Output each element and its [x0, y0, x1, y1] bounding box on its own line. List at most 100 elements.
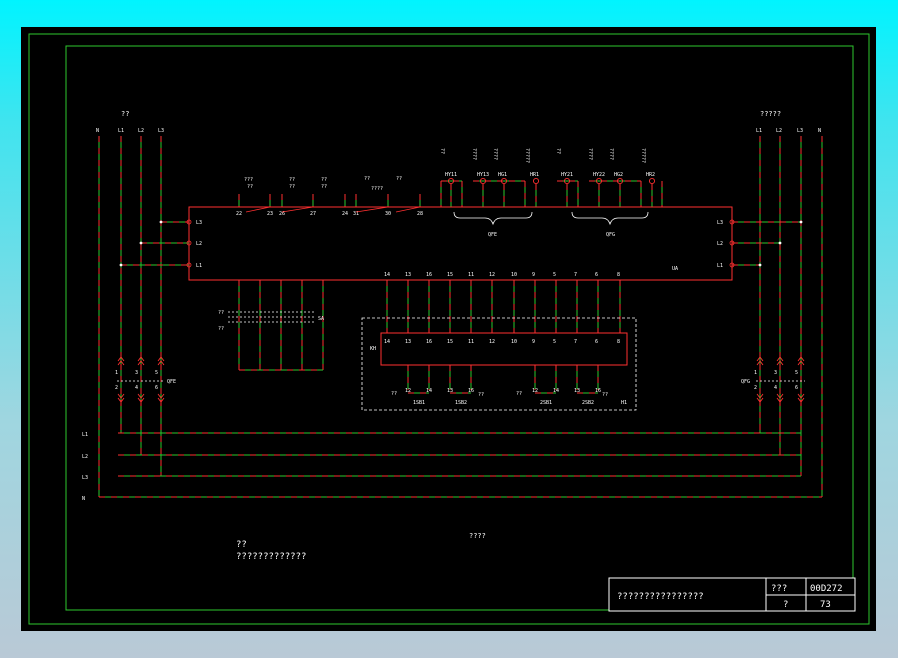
breaker-chevron-bottom [797, 393, 805, 403]
kh-pin-label: 14 [384, 339, 390, 345]
kh-bottom-pin: 16 [468, 388, 474, 394]
ua-bottom-pin-label: 6 [595, 272, 598, 278]
relay-kh-box [380, 332, 628, 366]
breaker-pin-top: 5 [795, 370, 798, 376]
note-line-1: ?? [236, 540, 247, 550]
kh-pin-label: 10 [511, 339, 517, 345]
breaker-chevron-bottom [137, 393, 145, 403]
lamp-2 [500, 177, 508, 185]
breaker-qfe-label: QFE [167, 379, 176, 385]
breaker-chevron-bottom [756, 393, 764, 403]
lamp-name: HR2 [646, 172, 655, 178]
kh-q-mark: ?? [602, 392, 608, 398]
title-block-page: 73 [820, 600, 831, 610]
ua-top-pin-label: 28 [417, 211, 423, 217]
right-bus-heading: ????? [760, 110, 781, 118]
kh-bottom-pin: 14 [426, 388, 432, 394]
lamp-4 [563, 177, 571, 185]
ua-left-node-1 [139, 241, 143, 245]
ua-bottom-pin-label: 10 [511, 272, 517, 278]
kh-button-label: 2SB2 [582, 400, 594, 406]
kh-pin-label: 11 [468, 339, 474, 345]
lamp-name: HY11 [445, 172, 457, 178]
ua-bottom-pin-label: 14 [384, 272, 390, 278]
ua-left-terminal-label: L2 [196, 241, 202, 247]
lamp-label: ?? [555, 148, 561, 154]
kh-bottom-pin: 12 [405, 388, 411, 394]
relay-kh-label: KH [370, 346, 376, 352]
ua-top-labels: ????????????????????? [244, 176, 402, 192]
ua-right-node-1 [778, 241, 782, 245]
title-block: ???????????????? ??? 00D272 ? 73 [608, 577, 856, 612]
ua-left-terminal [186, 240, 192, 246]
kh-bottom-pin: 14 [553, 388, 559, 394]
ua-bottom-pin-label: 16 [426, 272, 432, 278]
relay-box-tag: H1 [621, 400, 627, 406]
breaker-qfg-label: QFG [741, 379, 750, 385]
lamp-0 [447, 177, 455, 185]
left-bus-label-1: L1 [118, 128, 124, 134]
ua-left-terminal-label: L1 [196, 263, 202, 269]
left-bus-label-0: N [96, 128, 99, 134]
ua-top-pin-label: 22 [236, 211, 242, 217]
kh-bottom-pin: 13 [447, 388, 453, 394]
lamp-5 [595, 177, 603, 185]
kh-bottom-pin: 13 [574, 388, 580, 394]
right-bus-label-1: L2 [776, 128, 782, 134]
ua-top-pin-label: 27 [310, 211, 316, 217]
breaker-pin-top: 3 [135, 370, 138, 376]
lamp-brace-left [453, 211, 533, 226]
ua-left-terminal [186, 219, 192, 225]
note-center: ???? [469, 532, 486, 540]
breaker-chevron-top [776, 356, 784, 366]
breaker-pin-bottom: 6 [155, 385, 158, 391]
ua-left-node-2 [119, 263, 123, 267]
breaker-pin-bottom: 2 [754, 385, 757, 391]
title-block-label-2: ? [783, 600, 788, 610]
ua-top-pin-label: 23 [267, 211, 273, 217]
lamp-name: HY22 [593, 172, 605, 178]
title-block-drawing-no: 00D272 [810, 584, 843, 594]
ua-top-pin-label: 31 [353, 211, 359, 217]
breaker-pin-bottom: 4 [774, 385, 777, 391]
lamp-group-left-label: QFE [488, 232, 497, 238]
ua-right-terminal [729, 219, 735, 225]
lamp-label: ???? [492, 148, 498, 160]
breaker-pin-top: 1 [754, 370, 757, 376]
kh-bottom-pin: 12 [532, 388, 538, 394]
lamp-group-right-label: QFG [606, 232, 615, 238]
breaker-pin-top: 3 [774, 370, 777, 376]
breaker-chevron-top [797, 356, 805, 366]
indicator-lamps: HY11??HY13????HG1????HR1?????HY21??HY22?… [439, 148, 656, 185]
lamp-label: ????? [524, 148, 530, 163]
breaker-chevron-top [117, 356, 125, 366]
lamp-3 [532, 177, 540, 185]
lamp-label: ?? [439, 148, 445, 154]
bottom-bus-label-3: N [82, 496, 85, 502]
title-block-title: ???????????????? [617, 592, 704, 602]
ua-top-label: ?? [396, 176, 402, 182]
left-bus-label-2: L2 [138, 128, 144, 134]
outer-frame [28, 33, 870, 625]
breaker-pin-bottom: 2 [115, 385, 118, 391]
ua-right-terminal-label: L3 [717, 220, 723, 226]
ua-bottom-pin-label: 13 [405, 272, 411, 278]
ua-right-node-2 [758, 263, 762, 267]
bottom-bus-label-2: L3 [82, 475, 88, 481]
ua-top-label: ?? [289, 177, 295, 183]
ua-top-label: ?? [364, 176, 370, 182]
ua-right-terminal [729, 240, 735, 246]
ua-bottom-pin-label: 8 [617, 272, 620, 278]
breaker-chevron-bottom [117, 393, 125, 403]
breaker-chevron-top [157, 356, 165, 366]
lamp-1 [479, 177, 487, 185]
lamp-label: ???? [608, 148, 614, 160]
kh-pin-label: 16 [426, 339, 432, 345]
aux-block [228, 311, 316, 323]
